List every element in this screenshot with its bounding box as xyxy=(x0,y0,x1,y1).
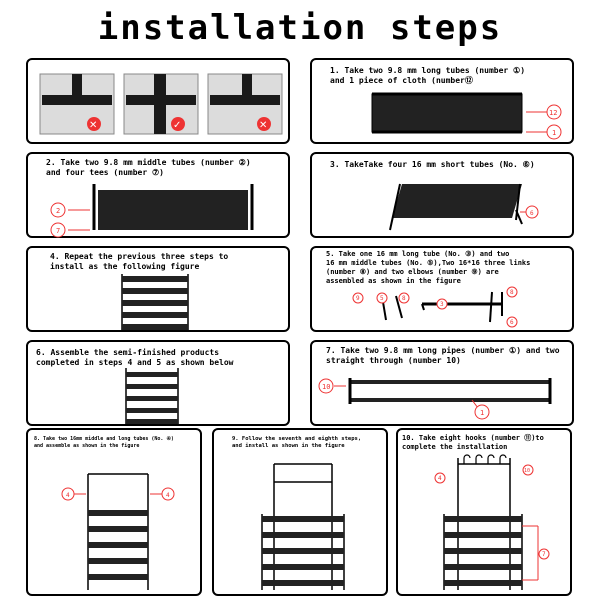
svg-text:✓: ✓ xyxy=(173,120,181,131)
panel-step-9: 9. Follow the seventh and eighth steps, … xyxy=(212,428,388,596)
panel-step-5: 5. Take one 16 mm long tube (No. ③) and … xyxy=(310,246,574,332)
callout-8: 8 xyxy=(402,295,406,302)
wrong-mark-icon xyxy=(87,117,101,131)
cloth-shelf-illustration: 12 1 xyxy=(371,92,562,140)
frame-with-top-illustration xyxy=(261,463,345,590)
step-6-text: 6. Assemble the semi-finished products c… xyxy=(36,348,234,367)
step-2-text: 2. Take two 9.8 mm middle tubes (number … xyxy=(46,158,251,177)
callout-4: 4 xyxy=(438,475,442,482)
page-title: installation steps xyxy=(97,8,503,48)
panel-step-7: 7. Take two 9.8 mm long pipes (number ①)… xyxy=(310,340,574,426)
step-9-text: 9. Follow the seventh and eighth steps, … xyxy=(232,436,362,449)
step-7-text: 7. Take two 9.8 mm long pipes (number ①)… xyxy=(326,346,560,365)
callout-7: 7 xyxy=(56,227,60,235)
callout-6: 6 xyxy=(510,319,514,326)
shelf-stack-illustration xyxy=(121,274,189,330)
callout-10: 10 xyxy=(524,468,530,474)
svg-text:✕: ✕ xyxy=(89,120,97,131)
callout-1: 1 xyxy=(480,409,484,417)
panel-step-10: 10. Take eight hooks (number ⑪)to comple… xyxy=(396,428,572,596)
callout-8: 8 xyxy=(510,289,514,296)
step-5-text: 5. Take one 16 mm long tube (No. ③) and … xyxy=(326,250,531,285)
tees-shelf-illustration: 2 7 xyxy=(50,184,254,238)
panel-step-4: 4. Repeat the previous three steps to in… xyxy=(26,246,290,332)
panel-step-3: 3. TakeTake four 16 mm short tubes (No. … xyxy=(310,152,574,238)
panel-step-6: 6. Assemble the semi-finished products c… xyxy=(26,340,290,426)
callout-4: 4 xyxy=(66,492,70,499)
callout-6: 6 xyxy=(530,210,534,217)
tall-frame-illustration: 4 4 xyxy=(61,473,175,590)
svg-text:✕: ✕ xyxy=(259,120,267,131)
step-8-text: 8. Take two 16mm middle and long tubes (… xyxy=(34,436,174,449)
callout-10: 10 xyxy=(322,383,330,391)
top-frame-illustration: 9 5 8 3 8 6 xyxy=(352,286,518,328)
callout-9: 9 xyxy=(356,295,360,302)
callout-2: 2 xyxy=(56,207,60,215)
panel-step-2: 2. Take two 9.8 mm middle tubes (number … xyxy=(26,152,290,238)
correct-mark-icon xyxy=(171,117,185,131)
short-tubes-illustration: 6 xyxy=(389,183,539,231)
callout-1: 1 xyxy=(552,129,556,137)
panel-step-8: 8. Take two 16mm middle and long tubes (… xyxy=(26,428,202,596)
joint-illustration: ✕ ✓ ✕ xyxy=(39,73,283,135)
callout-12: 12 xyxy=(549,109,557,117)
step-10-text: 10. Take eight hooks (number ⑪)to comple… xyxy=(402,434,544,451)
step-4-text: 4. Repeat the previous three steps to in… xyxy=(50,252,229,271)
step-3-text: 3. TakeTake four 16 mm short tubes (No. … xyxy=(330,160,535,169)
assembled-stack-illustration xyxy=(125,368,179,424)
callout-3: 3 xyxy=(440,301,444,308)
callout-7: 7 xyxy=(542,551,546,558)
final-rack-illustration: 7 10 4 xyxy=(434,454,550,590)
long-pipes-illustration: 10 1 xyxy=(318,378,552,420)
panel-joint-examples: ✕ ✓ ✕ xyxy=(26,58,290,144)
callout-5: 5 xyxy=(380,295,384,302)
callout-4: 4 xyxy=(166,492,170,499)
step-1-text: 1. Take two 9.8 mm long tubes (number ①)… xyxy=(330,66,526,85)
panel-step-1: 1. Take two 9.8 mm long tubes (number ①)… xyxy=(310,58,574,144)
wrong-mark-icon xyxy=(257,117,271,131)
